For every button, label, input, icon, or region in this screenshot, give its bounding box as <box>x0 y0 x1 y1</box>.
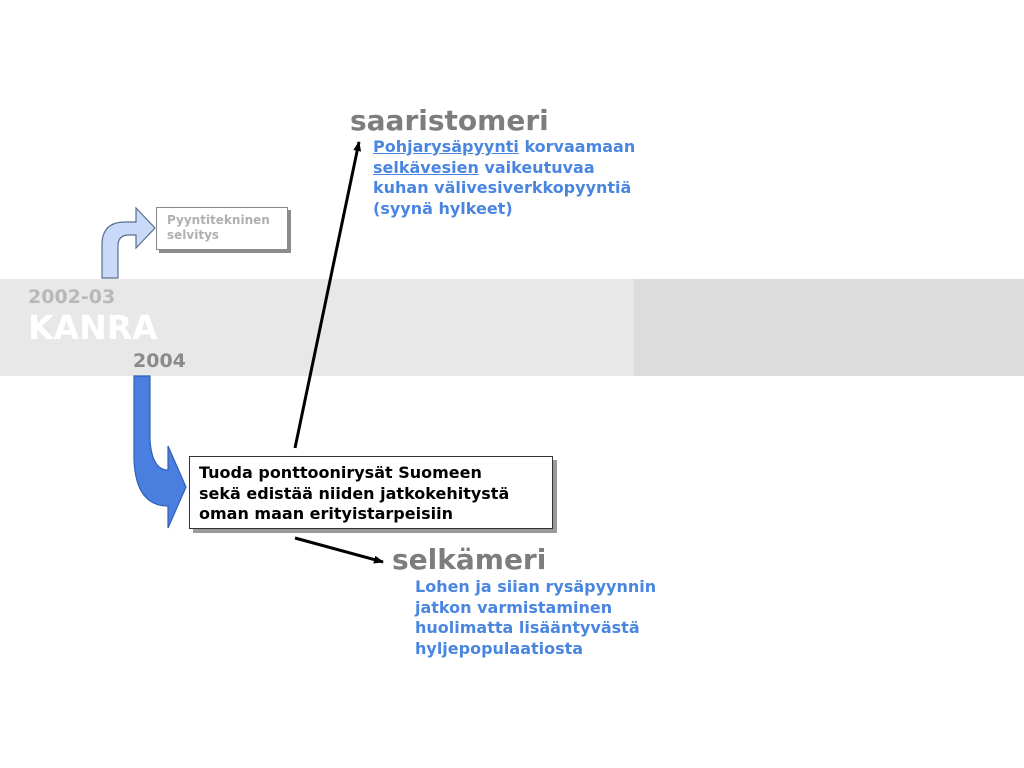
study-box: Pyyntitekninen selvitys <box>156 207 288 250</box>
selkameri-title: selkämeri <box>392 543 547 576</box>
curved-arrow-icon <box>133 375 187 529</box>
pohjarysapyynti-link[interactable]: Pohjarysäpyynti <box>373 137 519 156</box>
timeline-band-right <box>634 279 1024 376</box>
saaristomeri-title: saaristomeri <box>350 104 549 137</box>
year-label-2004: 2004 <box>133 350 186 372</box>
project-label: KANRA <box>28 308 158 347</box>
main-goal-box: Tuoda ponttoonirysät Suomeen sekä edistä… <box>189 456 553 529</box>
study-box-text: Pyyntitekninen selvitys <box>167 213 270 242</box>
year-label-2002-03: 2002-03 <box>28 286 116 308</box>
arrow-to-saaristomeri <box>293 141 362 449</box>
bent-arrow-icon <box>101 206 156 279</box>
selkavesien-link[interactable]: selkävesien <box>373 157 479 177</box>
selkameri-description: Lohen ja siian rysäpyynnin jatkon varmis… <box>415 577 657 658</box>
saaristomeri-description: Pohjarysäpyynti korvaamaan selkävesien v… <box>373 137 636 218</box>
main-goal-text: Tuoda ponttoonirysät Suomeen sekä edistä… <box>199 463 510 523</box>
timeline-band <box>0 279 634 376</box>
arrow-to-selkameri <box>294 536 384 564</box>
